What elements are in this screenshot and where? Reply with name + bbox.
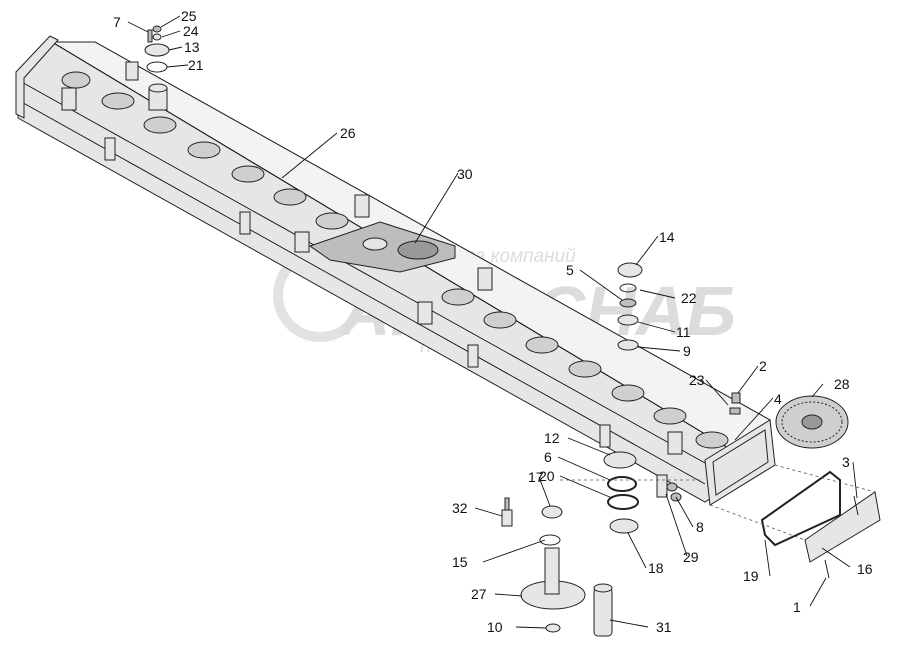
callout-30: 30 — [457, 166, 473, 182]
callout-27: 27 — [471, 586, 487, 602]
callout-17: 17 — [528, 469, 544, 485]
callout-31: 31 — [656, 619, 672, 635]
callout-13: 13 — [184, 39, 200, 55]
callout-14: 14 — [659, 229, 675, 245]
callout-11: 11 — [676, 324, 691, 340]
gear-28 — [775, 395, 849, 449]
beam-brackets — [61, 61, 683, 455]
leader-lines — [127, 15, 858, 629]
callout-labels: 1 2 3 4 5 6 7 8 9 10 11 12 13 14 15 16 1… — [113, 8, 873, 635]
callout-23: 23 — [689, 372, 705, 388]
callout-16: 16 — [857, 561, 873, 577]
callout-6: 6 — [544, 449, 552, 465]
center-bearing-stack — [617, 262, 643, 351]
callout-29: 29 — [683, 549, 699, 565]
callout-19: 19 — [743, 568, 759, 584]
callout-22: 22 — [681, 290, 697, 306]
beam-bores — [61, 71, 729, 449]
lower-parts-stack — [501, 451, 700, 637]
gearbox-housing — [656, 392, 881, 579]
callout-3: 3 — [842, 454, 850, 470]
callout-12: 12 — [544, 430, 560, 446]
callout-10: 10 — [487, 619, 503, 635]
callout-1: 1 — [793, 599, 801, 615]
callout-5: 5 — [566, 262, 574, 278]
callout-18: 18 — [648, 560, 664, 576]
callout-4: 4 — [774, 391, 782, 407]
callout-24: 24 — [183, 23, 199, 39]
callout-32: 32 — [452, 500, 468, 516]
main-beam — [15, 35, 771, 503]
callout-21: 21 — [188, 57, 204, 73]
gasket-19 — [760, 470, 841, 547]
callout-7: 7 — [113, 14, 121, 30]
callout-9: 9 — [683, 343, 691, 359]
callout-25: 25 — [181, 8, 197, 24]
callout-28: 28 — [834, 376, 850, 392]
callout-15: 15 — [452, 554, 468, 570]
callout-2: 2 — [759, 358, 767, 374]
cover-16 — [804, 491, 881, 563]
callout-26: 26 — [340, 125, 356, 141]
callout-8: 8 — [696, 519, 704, 535]
top-left-small-parts — [144, 25, 170, 111]
callout-20: 20 — [539, 468, 555, 484]
